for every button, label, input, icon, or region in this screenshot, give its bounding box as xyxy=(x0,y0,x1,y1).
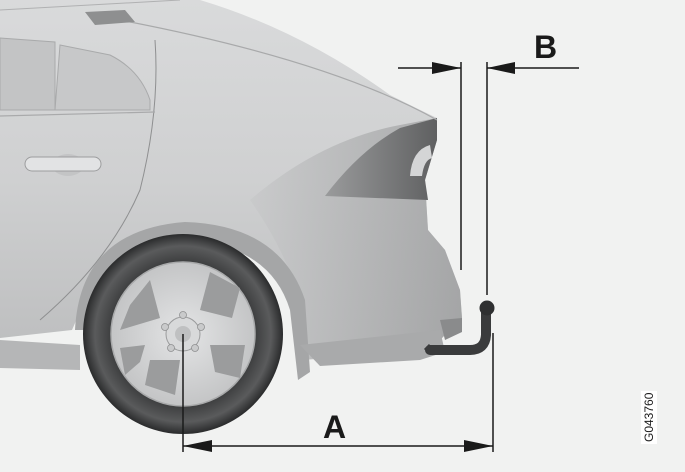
dimension-a xyxy=(182,333,494,452)
dimension-b xyxy=(398,62,579,295)
door-handle xyxy=(24,154,102,176)
towbar xyxy=(423,300,495,355)
reference-code: G043760 xyxy=(641,390,657,444)
car-body xyxy=(0,0,462,380)
dimension-b-label: B xyxy=(534,29,558,65)
dimension-a-label: A xyxy=(323,409,347,445)
